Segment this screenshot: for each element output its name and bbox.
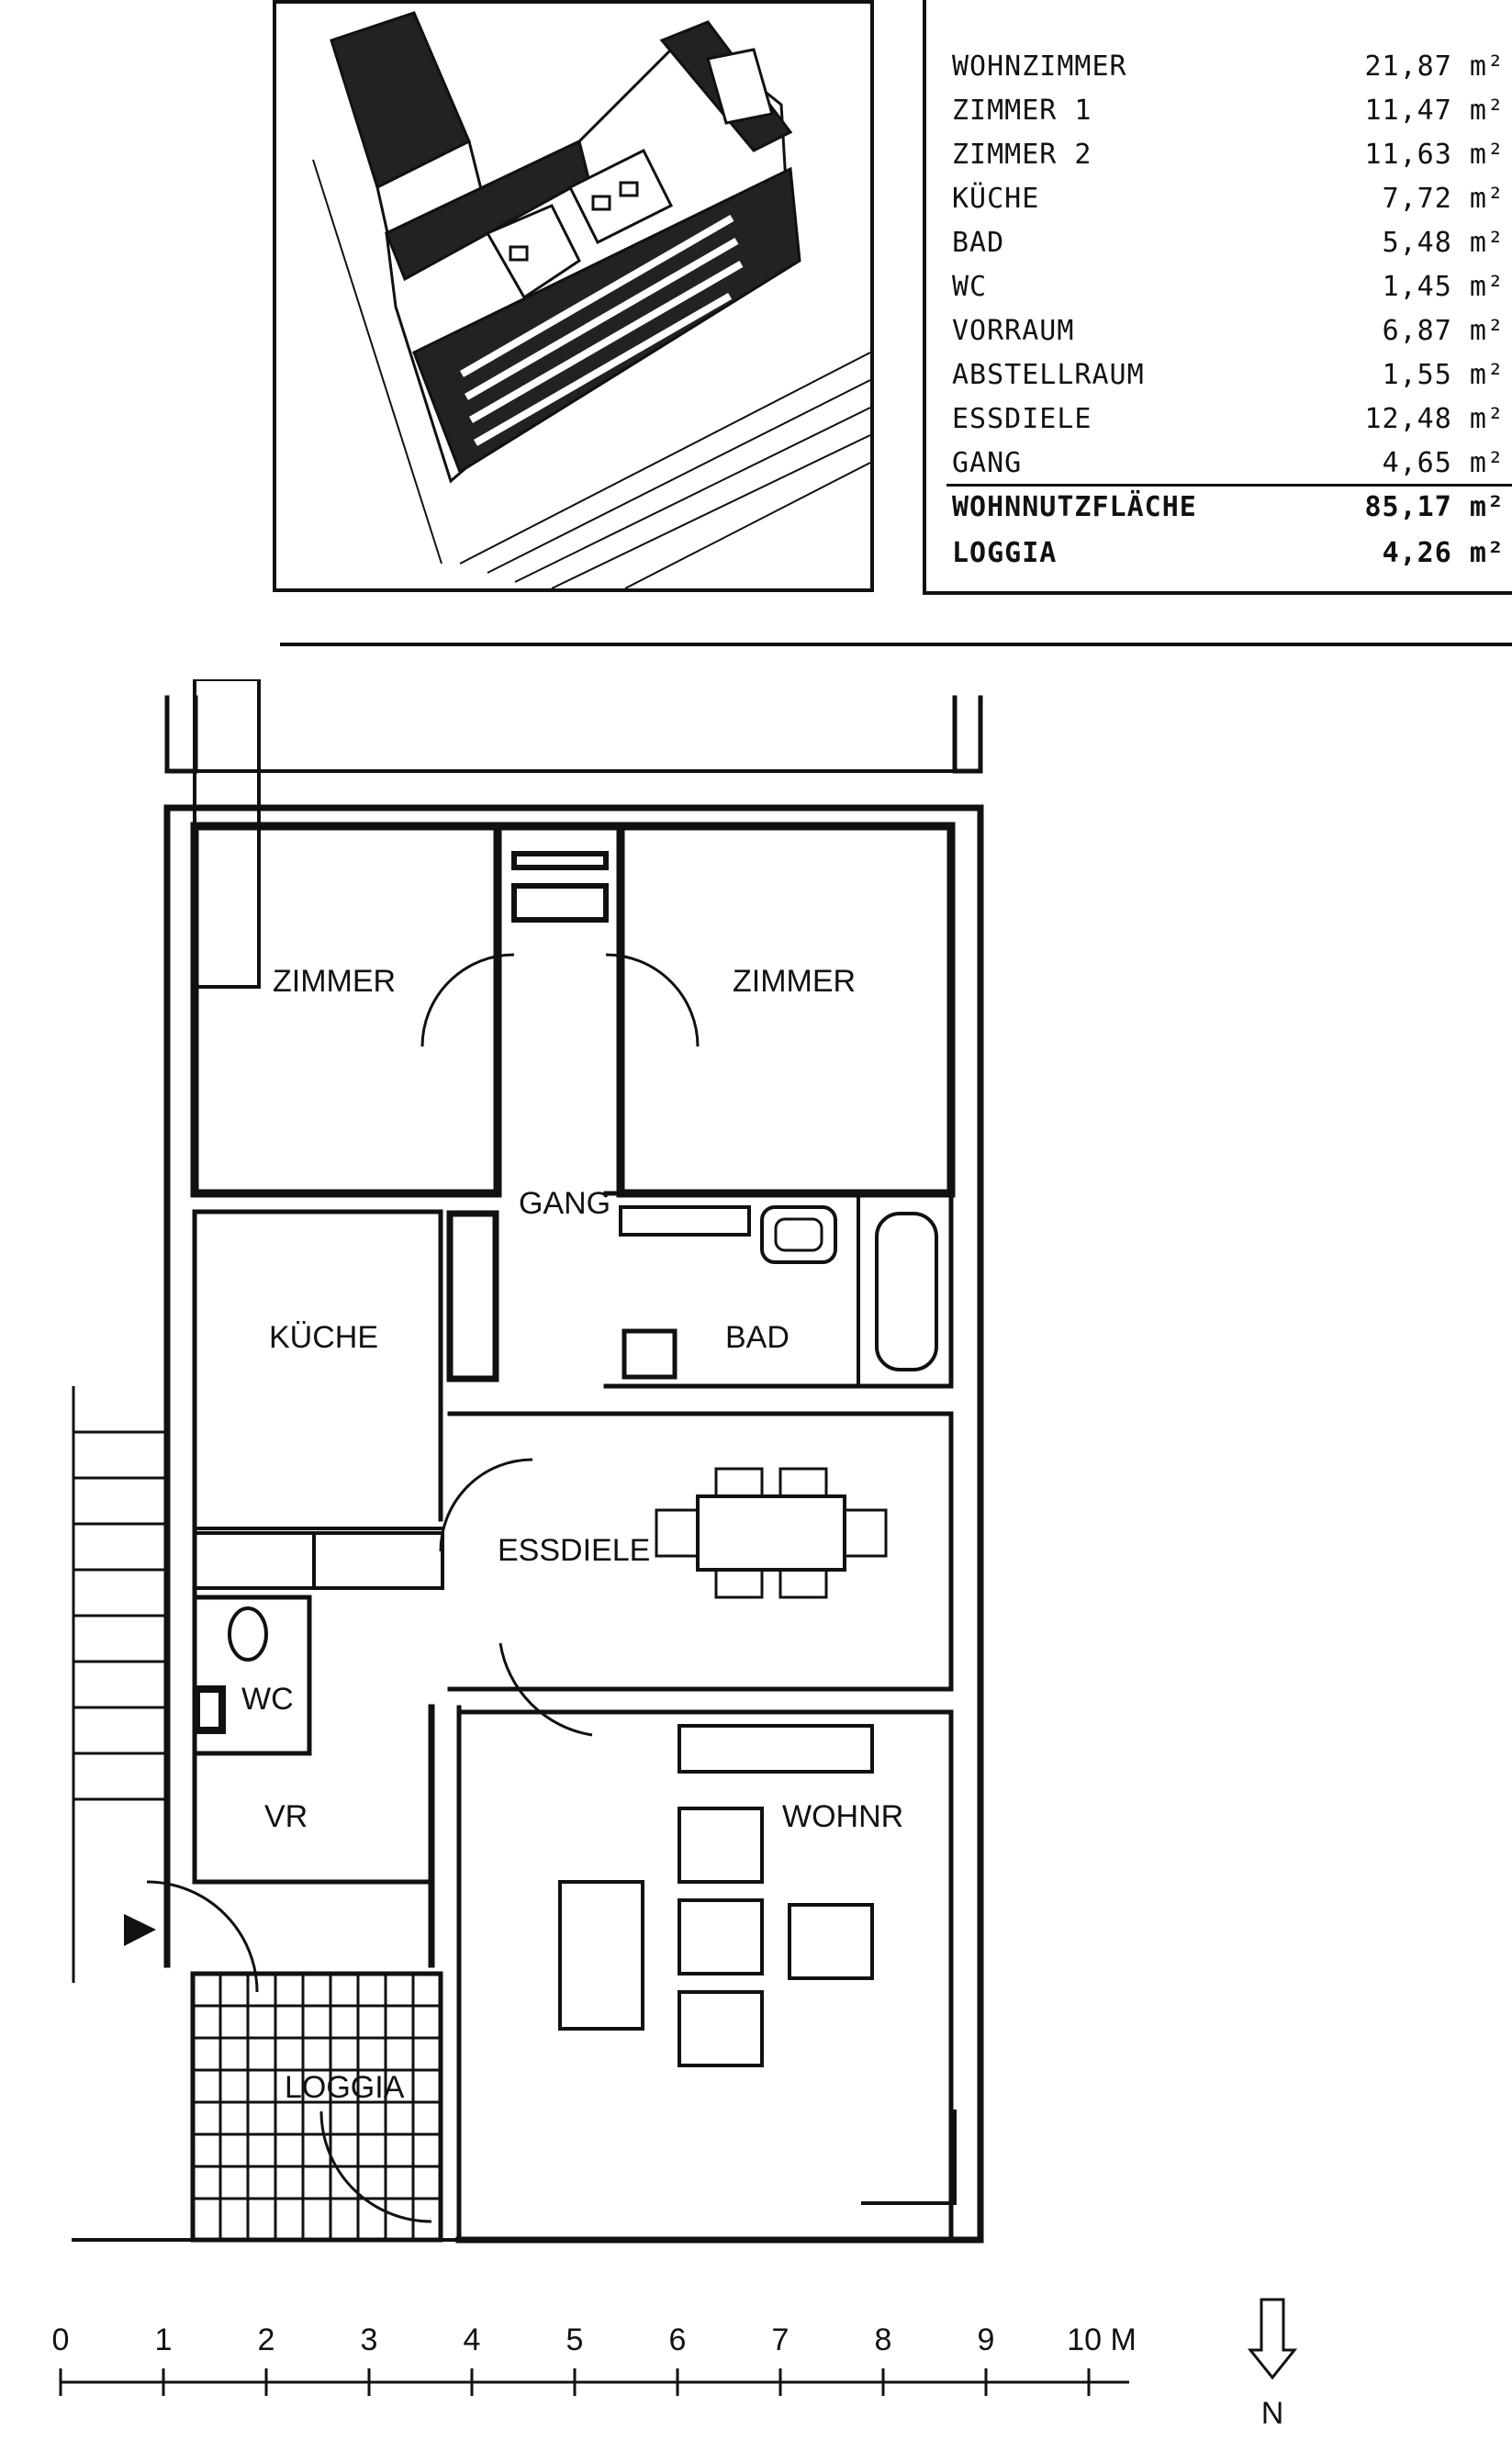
building-sketch <box>312 11 870 588</box>
room-label-wohnr: WOHNR <box>782 1799 903 1834</box>
section-divider <box>280 643 1512 646</box>
scale-tick-label: 7 <box>772 2322 790 2357</box>
total-rule <box>946 484 1512 487</box>
scale-bar: 0 1 2 3 4 5 6 7 8 9 10 M N <box>0 2295 1512 2440</box>
room-label-gang: GANG <box>519 1186 610 1221</box>
scale-tick-label: 2 <box>258 2322 275 2357</box>
loggia-grid <box>193 1974 441 2240</box>
scale-tick-label: 4 <box>464 2322 481 2357</box>
scale-tick-label: 9 <box>978 2322 995 2357</box>
scale-tick-label: 0 <box>52 2322 70 2357</box>
north-label: N <box>1261 2396 1284 2431</box>
room-label-vr: VR <box>264 1799 308 1834</box>
scale-tick-label: 3 <box>361 2322 378 2357</box>
room-label-kueche: KÜCHE <box>269 1320 378 1355</box>
building-aerial-view <box>273 0 874 592</box>
room-label-zimmer-1: ZIMMER <box>273 964 396 999</box>
scale-tick-label: 8 <box>875 2322 892 2357</box>
room-label-wc: WC <box>241 1682 294 1717</box>
scale-tick-label: 1 <box>155 2322 173 2357</box>
scale-bar-drawing: 0 1 2 3 4 5 6 7 8 9 10 M N <box>52 2298 1298 2431</box>
door-swings <box>146 953 700 2223</box>
room-label-zimmer-2: ZIMMER <box>733 964 856 999</box>
scale-tick-label: 10 M <box>1067 2322 1137 2357</box>
room-label-essdiele: ESSDIELE <box>498 1533 650 1568</box>
room-label-bad: BAD <box>725 1320 790 1355</box>
north-arrow-icon <box>1247 2298 1298 2380</box>
scale-tick-label: 6 <box>669 2322 687 2357</box>
floor-plan: ZIMMER ZIMMER GANG KÜCHE BAD ESSDIELE WC… <box>0 677 1010 2262</box>
stairs <box>72 1386 167 1983</box>
floor-plan-drawing: ZIMMER ZIMMER GANG KÜCHE BAD ESSDIELE WC… <box>72 677 984 2244</box>
room-label-loggia: LOGGIA <box>285 2070 405 2105</box>
entrance-arrow-icon <box>124 1914 156 1946</box>
scale-tick-label: 5 <box>566 2322 584 2357</box>
